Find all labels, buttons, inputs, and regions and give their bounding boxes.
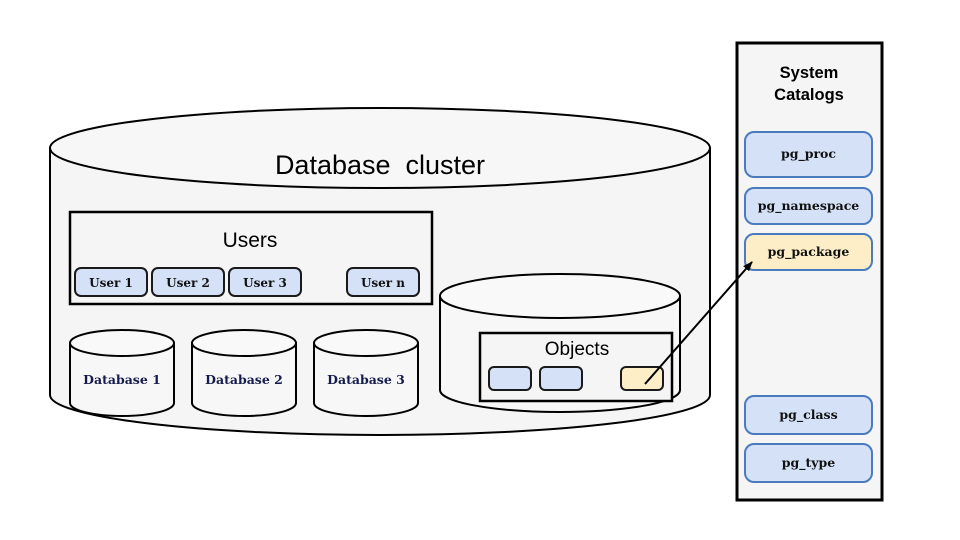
catalog-box-pg-package[interactable] (744, 233, 873, 271)
connector-line (644, 261, 753, 385)
catalog-box-pg-namespace[interactable] (744, 187, 873, 225)
system-catalogs-heading-line1: System (779, 64, 839, 82)
catalog-label-pg-class: pg_class (779, 407, 838, 422)
database-3-body[interactable] (313, 342, 419, 417)
user-chip-1[interactable] (74, 267, 148, 297)
database-1-body[interactable] (69, 342, 175, 417)
catalog-label-pg-namespace: pg_namespace (757, 198, 860, 213)
user-chip-n-shape[interactable] (346, 267, 420, 297)
user-chip-3-shape[interactable] (228, 267, 302, 297)
object-chip-highlighted[interactable] (620, 366, 664, 391)
catalog-label-pg-type: pg_type (781, 455, 836, 470)
database-1-label: Database 1 (83, 372, 161, 387)
database-2-body[interactable] (191, 342, 297, 417)
objects-cylinder-top (439, 273, 681, 319)
database-cylinder-2[interactable] (191, 329, 297, 417)
database-1-top (69, 329, 175, 357)
database-cylinder-1[interactable] (69, 329, 175, 417)
user-chip-2-label: User 2 (166, 276, 210, 290)
object-chip-2[interactable] (539, 366, 583, 391)
database-2-label: Database 2 (205, 372, 283, 387)
user-chip-n[interactable] (346, 267, 420, 297)
users-group-title: Users (222, 229, 278, 252)
object-chip-1[interactable] (488, 366, 532, 391)
catalog-box-pg-class[interactable] (744, 395, 873, 435)
catalog-box-pg-proc[interactable] (744, 131, 873, 178)
database-3-label: Database 3 (327, 372, 405, 387)
user-chip-n-label: User n (360, 276, 406, 290)
user-chip-3-label: User 3 (243, 276, 287, 290)
database-2-top (191, 329, 297, 357)
user-chip-1-label: User 1 (89, 276, 133, 290)
catalog-box-pg-type[interactable] (744, 443, 873, 483)
system-catalogs-heading-line2: Catalogs (774, 86, 844, 105)
connector-arrow-object-to-pg-package (644, 261, 753, 385)
user-chip-1-shape[interactable] (74, 267, 148, 297)
user-chip-2-shape[interactable] (151, 267, 225, 297)
database-cylinder-3[interactable] (313, 329, 419, 417)
user-chip-3[interactable] (228, 267, 302, 297)
catalog-label-pg-proc: pg_proc (780, 146, 836, 161)
catalog-label-pg-package: pg_package (767, 244, 850, 259)
cluster-title: Database cluster (274, 150, 486, 180)
cluster-top-ellipse (49, 107, 711, 189)
user-chip-2[interactable] (151, 267, 225, 297)
objects-group-title: Objects (544, 339, 610, 360)
database-3-top (313, 329, 419, 357)
